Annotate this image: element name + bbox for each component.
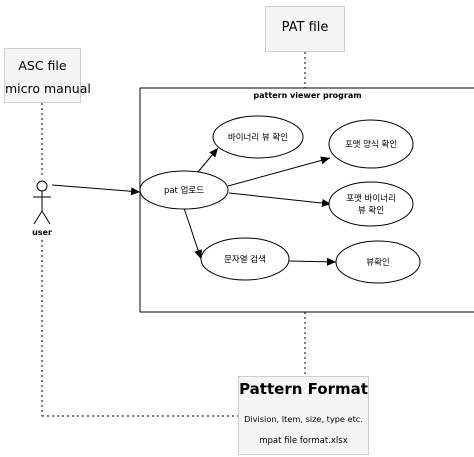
- upload-to-format-arrow: [227, 156, 331, 187]
- upload-to-binary-arrow: [197, 147, 219, 173]
- pattern-format-note: Pattern Format Division, Item, size, typ…: [238, 376, 369, 455]
- pattern-format-fields: Division, Item, size, type etc.: [244, 414, 363, 424]
- use-case-view-check: [335, 240, 421, 284]
- string-search-label: 문자열 검색: [224, 255, 266, 265]
- asc-file-label-line1: ASC file: [18, 58, 67, 73]
- upload-to-search-arrow: [183, 207, 202, 260]
- user-label: user: [32, 228, 52, 237]
- use-case-format-check: [328, 119, 414, 169]
- use-case-format-binary: [328, 181, 414, 227]
- pattern-format-title: Pattern Format: [239, 380, 368, 398]
- use-case-pat-upload: [139, 170, 229, 210]
- binary-view-label: 바이너리 뷰 확인: [227, 133, 289, 143]
- pat-file-label: PAT file: [281, 20, 329, 35]
- format-binary-label-line2: 뷰 확인: [357, 206, 385, 216]
- asc-file-label-line2: micro manual: [5, 81, 91, 96]
- search-to-view-arrow: [288, 257, 337, 266]
- program-boundary: [139, 87, 474, 313]
- use-case-string-search: [200, 237, 290, 281]
- use-case-binary-view: [212, 115, 304, 159]
- program-title: pattern viewer program: [253, 91, 362, 100]
- format-check-label: 포맷 양식 확인: [344, 140, 398, 150]
- format-binary-label-line1: 포맷 바이너리: [346, 194, 396, 204]
- pattern-format-file: mpat file format.xlsx: [259, 436, 348, 446]
- pat-upload-label: pat 업로드: [163, 186, 205, 196]
- user-to-upload-arrow: [51, 184, 141, 196]
- asc-file-note: ASC file micro manual: [4, 48, 91, 103]
- view-check-label: 뷰확인: [366, 258, 390, 268]
- user-actor: [33, 180, 51, 225]
- pat-file-note: PAT file: [265, 6, 345, 52]
- upload-to-format-binary-arrow: [228, 192, 332, 208]
